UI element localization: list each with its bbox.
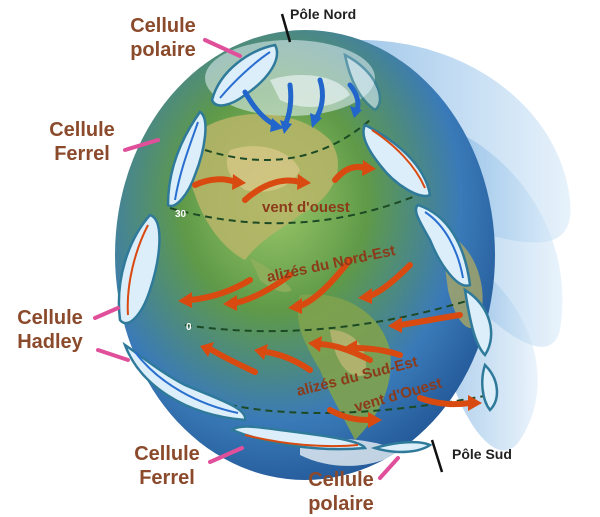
ferrel-cell-top-line2: Ferrel <box>40 142 124 166</box>
polar-cell-top-line2: polaire <box>118 38 208 62</box>
lat-30-label: 30 <box>175 209 187 220</box>
polar-cell-top-line1: Cellule <box>118 14 208 38</box>
polar-cell-top-label: Cellule polaire <box>118 14 208 62</box>
hadley-cell-line2: Hadley <box>6 330 94 354</box>
pointer-hadley-left <box>95 308 118 318</box>
hadley-cell-line1: Cellule <box>6 306 94 330</box>
ferrel-cell-top-label: Cellule Ferrel <box>40 118 124 166</box>
polar-cell-bottom-line1: Cellule <box>296 468 386 492</box>
pointer-hadley-left-2 <box>98 350 128 360</box>
ferrel-cell-bottom-line1: Cellule <box>124 442 210 466</box>
north-pole-label: Pôle Nord <box>290 6 356 22</box>
polar-cell-bottom-line2: polaire <box>296 492 386 516</box>
ferrel-cell-bottom-line2: Ferrel <box>124 466 210 490</box>
hadley-cell-label: Cellule Hadley <box>6 306 94 354</box>
ferrel-cell-bottom-label: Cellule Ferrel <box>124 442 210 490</box>
ferrel-cell-top-line1: Cellule <box>40 118 124 142</box>
south-pole-label: Pôle Sud <box>452 446 512 462</box>
south-pole-axis <box>432 440 442 472</box>
polar-cell-bottom-label: Cellule polaire <box>296 468 386 516</box>
wind-label-westerlies-north: vent d'ouest <box>262 199 350 216</box>
lat-0-label: 0 <box>186 322 192 333</box>
